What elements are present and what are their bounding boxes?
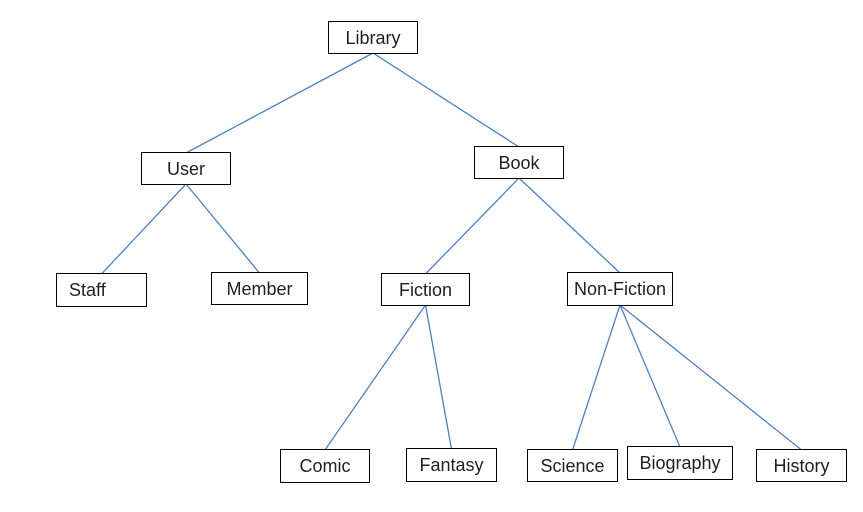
node-staff: Staff bbox=[56, 273, 147, 307]
node-book-label: Book bbox=[498, 152, 540, 173]
node-non-fiction-label: Non-Fiction bbox=[573, 279, 667, 299]
node-member: Member bbox=[211, 272, 308, 305]
node-comic: Comic bbox=[280, 449, 370, 483]
node-science: Science bbox=[527, 449, 618, 482]
node-member-label: Member bbox=[226, 278, 293, 299]
node-fiction-label: Fiction bbox=[398, 279, 452, 300]
node-biography-label: Biography bbox=[639, 453, 721, 473]
node-library-label: Library bbox=[345, 27, 401, 48]
node-library: Library bbox=[328, 21, 418, 54]
node-fiction: Fiction bbox=[381, 273, 470, 306]
node-history: History bbox=[756, 449, 847, 482]
node-staff-label: Staff bbox=[69, 280, 106, 300]
node-biography: Biography bbox=[627, 446, 733, 480]
node-comic-label: Comic bbox=[299, 456, 351, 476]
node-science-label: Science bbox=[540, 455, 605, 476]
node-fantasy-label: Fantasy bbox=[419, 455, 484, 475]
node-book: Book bbox=[474, 146, 564, 179]
node-non-fiction: Non-Fiction bbox=[567, 272, 673, 306]
node-user: User bbox=[141, 152, 231, 185]
node-history-label: History bbox=[773, 455, 830, 476]
node-fantasy: Fantasy bbox=[406, 448, 497, 482]
node-user-label: User bbox=[166, 158, 205, 179]
